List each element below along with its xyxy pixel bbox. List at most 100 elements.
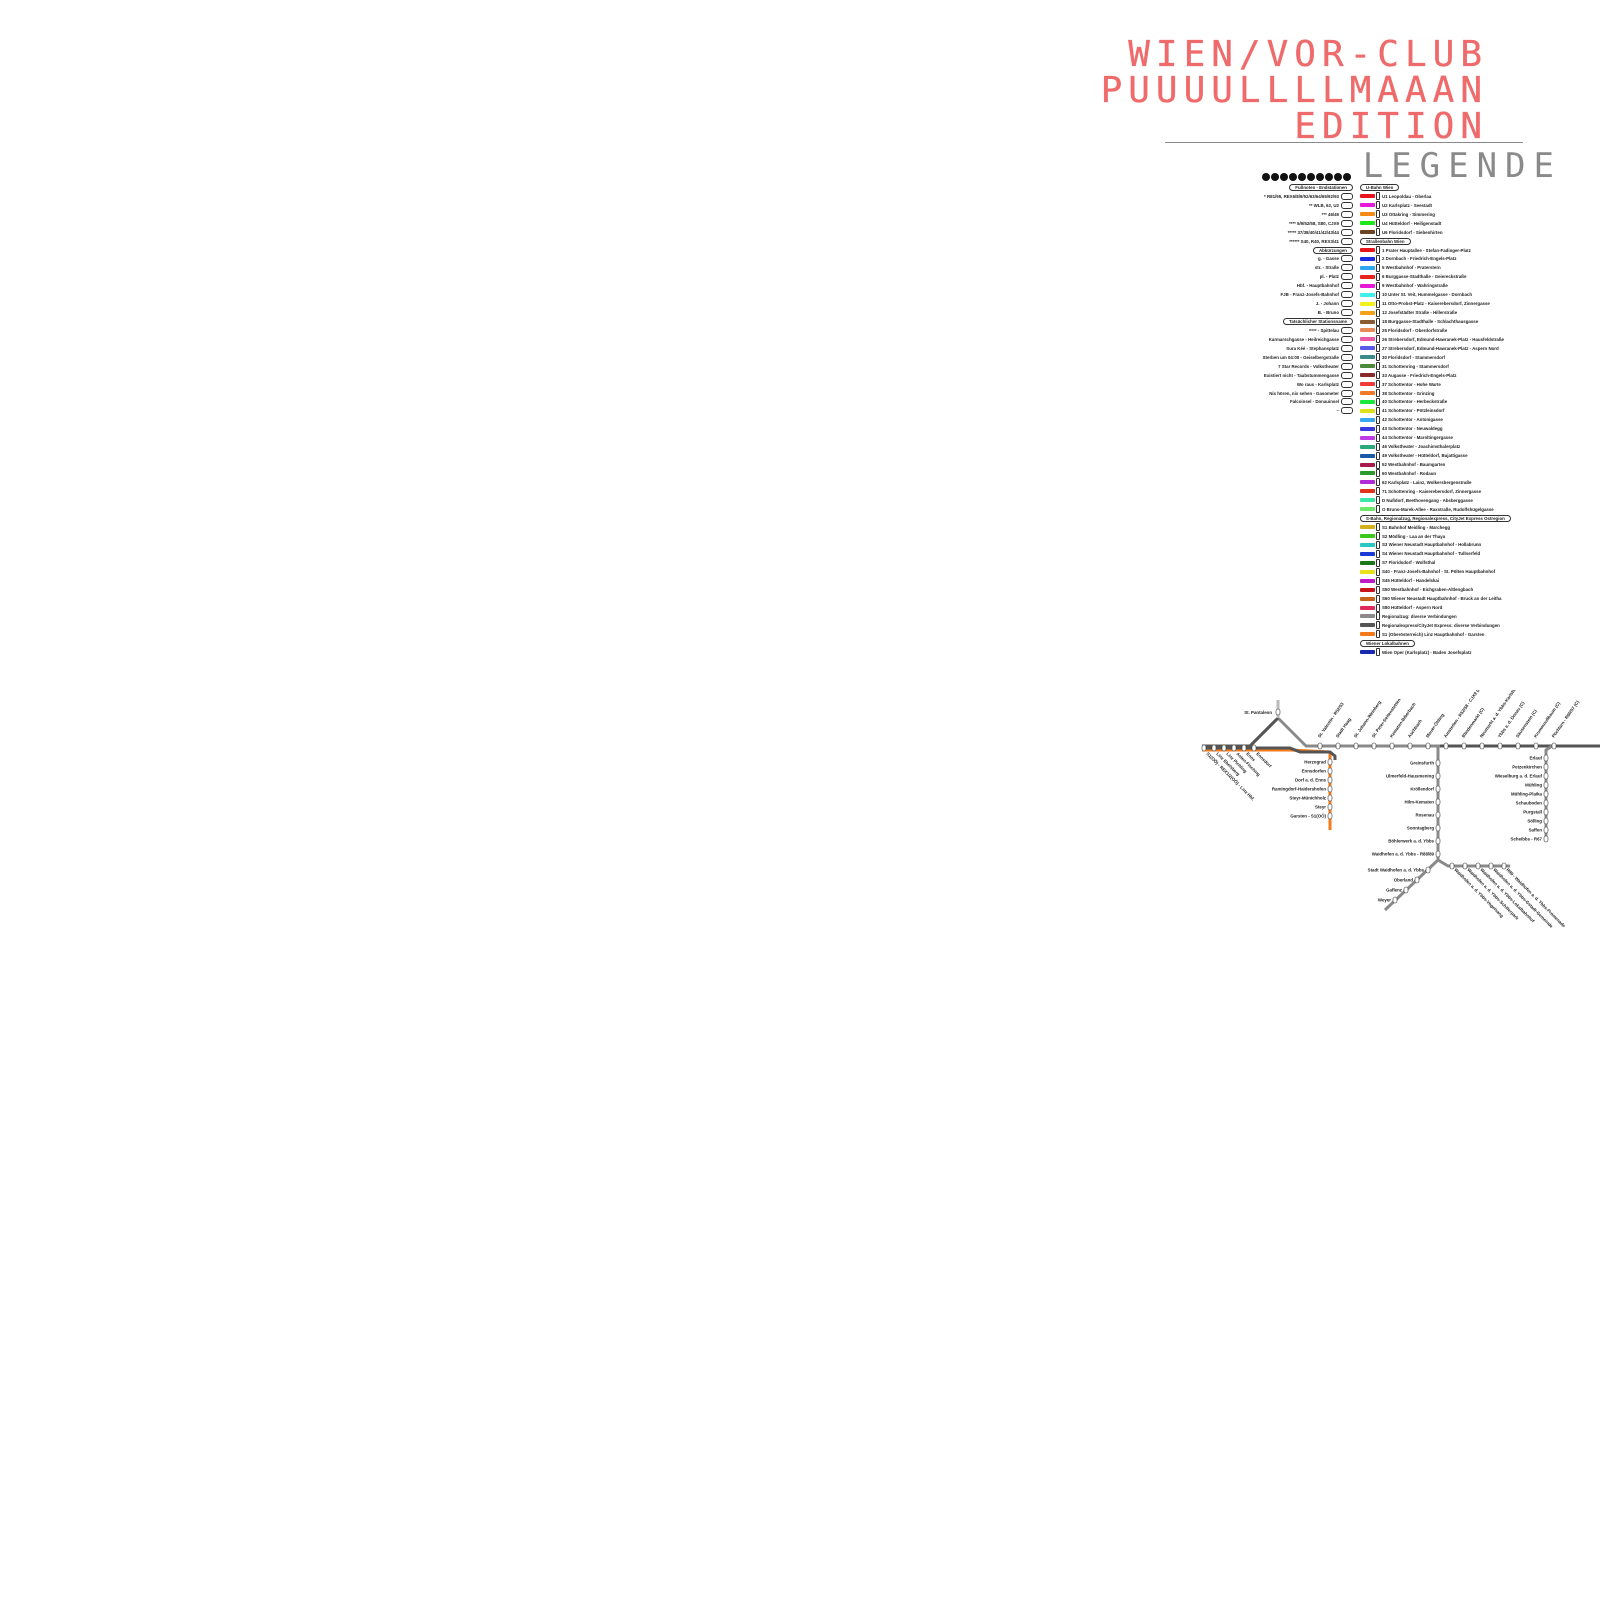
- legend-entry: Wo raus - Karlsplatz: [1150, 380, 1353, 389]
- line-entry: 26 Strebersdorf, Edmund-Hawranek-Platz -…: [1360, 335, 1590, 344]
- line-endcap-icon: [1376, 246, 1380, 255]
- line-entry: 27 Strebersdorf, Edmund-Hawranek-Platz -…: [1360, 344, 1590, 353]
- station-marker: [1449, 862, 1455, 870]
- line-entry-label: D Nußdorf, Beethovengang - Absberggasse: [1382, 497, 1473, 503]
- station-label: Enns: [1245, 751, 1257, 763]
- legend-entry: FJB - Franz-Josefs-Bahnhof: [1150, 290, 1353, 299]
- station-label: Ennsdorfen: [1302, 769, 1327, 774]
- station-marker: [1221, 744, 1227, 752]
- line-entry: 37 Schottentor - Hohe Warte: [1360, 380, 1590, 389]
- line-entry-label: U2 Karlsplatz - Seestadt: [1382, 202, 1433, 208]
- line-endcap-icon: [1376, 389, 1380, 398]
- line-entry: S40 - Franz-Josefs-Bahnhof - St. Pölten …: [1360, 567, 1590, 576]
- station-marker: [1435, 824, 1441, 832]
- line-entry: 11 Otto-Probst-Platz - Kaiserebersdorf, …: [1360, 299, 1590, 308]
- station-marker-icon: [1341, 353, 1353, 361]
- line-endcap-icon: [1376, 299, 1380, 308]
- line-entry: Regionalzug: diverse Verbindungen: [1360, 612, 1590, 621]
- line-endcap-icon: [1376, 469, 1380, 478]
- station-marker: [1533, 742, 1539, 750]
- line-endcap-icon: [1376, 630, 1380, 639]
- station-marker-icon: [1341, 291, 1353, 299]
- section-tram-row: Straßenbahn Wien: [1360, 237, 1590, 246]
- title-divider: [1165, 142, 1523, 143]
- line-entry: S50 Westbahnhof - Eichgraben-Altlengbach: [1360, 585, 1590, 594]
- line-entry-label: U6 Floridsdorf - Siebenhirten: [1382, 229, 1443, 235]
- line-endcap-icon: [1376, 621, 1380, 630]
- station-marker: [1435, 850, 1441, 858]
- line-entry-label: 71 Schottenring - Kaiserebersdorf, Zinne…: [1382, 488, 1482, 494]
- line-entry-label: 10 Unter St. Veit, Hummelgasse - Dornbac…: [1382, 292, 1473, 298]
- line-endcap-icon: [1376, 648, 1380, 657]
- legend-entry-label: *** 46/49: [1321, 211, 1339, 217]
- legend-entry-label: Sura Kéé - Stephansplatz: [1286, 345, 1339, 351]
- line-entry: U6 Floridsdorf - Siebenhirten: [1360, 228, 1590, 237]
- line-entry-label: U3 Ottakring - Simmering: [1382, 211, 1435, 217]
- line-entry-label: 37 Schottentor - Hohe Warte: [1382, 381, 1441, 387]
- line-color-swatch: [1360, 426, 1375, 431]
- station-label: Gaflenz: [1386, 888, 1403, 893]
- line-entry: 31 Schottenring - Stammersdorf: [1360, 362, 1590, 371]
- line-color-swatch: [1360, 337, 1375, 342]
- legend-entry: J. - Johann: [1150, 299, 1353, 308]
- line-entry-label: 46 Volkstheater - Joachimsthalerplatz: [1382, 444, 1461, 450]
- line-entry-label: 38 Schottentor - Grinzing: [1382, 390, 1435, 396]
- line-entry: 38 Schottentor - Grinzing: [1360, 389, 1590, 398]
- line-color-swatch: [1360, 614, 1375, 619]
- line-entry-label: 31 Schottenring - Stammersdorf: [1382, 363, 1449, 369]
- station-marker: [1241, 744, 1247, 752]
- line-endcap-icon: [1376, 192, 1380, 201]
- legend-left-column: Fußnoten - Endstationen* R81/95, REX6/8/…: [1150, 183, 1353, 415]
- line-endcap-icon: [1376, 487, 1380, 496]
- line-entry: Regionalexpress/CityJet Express: diverse…: [1360, 621, 1590, 630]
- station-marker: [1443, 742, 1449, 750]
- line-color-swatch: [1360, 265, 1375, 270]
- legend-entry-label: Sterben um 04:00 - Geiselbergstraße: [1262, 354, 1339, 360]
- station-label: Oberland: [1394, 878, 1414, 883]
- legend-entry-label: pl. - Platz: [1319, 274, 1339, 280]
- station-marker: [1462, 862, 1468, 870]
- line-endcap-icon: [1376, 228, 1380, 237]
- station-marker: [1543, 817, 1549, 825]
- line-color-swatch: [1360, 444, 1375, 449]
- line-color-swatch: [1360, 319, 1375, 324]
- line-color-swatch: [1360, 462, 1375, 467]
- legend-entry-label: str. - Straße: [1314, 265, 1339, 271]
- line-endcap-icon: [1376, 308, 1380, 317]
- legend-entry: * R81/95, REX6/8/9/52/63/64/65/92/93: [1150, 192, 1353, 201]
- line-entry: 62 Karlsplatz - Lainz, Wolkersbergenstra…: [1360, 478, 1590, 487]
- line-entry-label: 12 Josefstädter Straße - Hillerstraße: [1382, 310, 1458, 316]
- station-marker: [1251, 744, 1257, 752]
- station-label: Steyr: [1315, 805, 1326, 810]
- line-color-swatch: [1360, 525, 1375, 530]
- line-entry: U4 Hütteldorf - Heiligenstadt: [1360, 219, 1590, 228]
- station-marker-icon: [1341, 192, 1353, 200]
- line-entry: S2 Mödling - Laa an der Thaya: [1360, 532, 1590, 541]
- station-marker-icon: [1341, 228, 1353, 236]
- line-entry: 42 Schottentor - Antonigasse: [1360, 415, 1590, 424]
- line-entry: 25 Floridsdorf - Oberdorfstraße: [1360, 326, 1590, 335]
- line-entry-label: U4 Hütteldorf - Heiligenstadt: [1382, 220, 1442, 226]
- station-label: Dorf a. d. Enns: [1295, 778, 1327, 783]
- line-color-swatch: [1360, 587, 1375, 592]
- line-endcap-icon: [1376, 424, 1380, 433]
- station-label: Waidhofen a. d. Ybbs - R88/89: [1372, 852, 1435, 857]
- station-marker-icon: [1341, 380, 1353, 388]
- line-entry: 49 Volkstheater - Hütteldorf, Bujattigas…: [1360, 451, 1590, 460]
- station-label: Saffen: [1529, 828, 1543, 833]
- legend-entry-label: 7 Star Records - Volkstheater: [1278, 363, 1339, 369]
- legend-entry: –: [1150, 406, 1353, 415]
- legend-entry: str. - Straße: [1150, 263, 1353, 272]
- legend-entry-label: Wo raus - Karlsplatz: [1296, 381, 1339, 387]
- legend-entry: Hbf. - Hauptbahnhof: [1150, 281, 1353, 290]
- station-marker: [1543, 835, 1549, 843]
- station-marker: [1201, 744, 1207, 752]
- section-abbreviations-row: Abkürzungen: [1150, 246, 1353, 255]
- line-entry-label: 25 Floridsdorf - Oberdorfstraße: [1382, 327, 1448, 333]
- station-marker: [1543, 781, 1549, 789]
- station-marker: [1392, 896, 1398, 904]
- station-marker: [1327, 794, 1333, 802]
- line-endcap-icon: [1376, 344, 1380, 353]
- station-marker: [1543, 799, 1549, 807]
- station-marker: [1475, 862, 1481, 870]
